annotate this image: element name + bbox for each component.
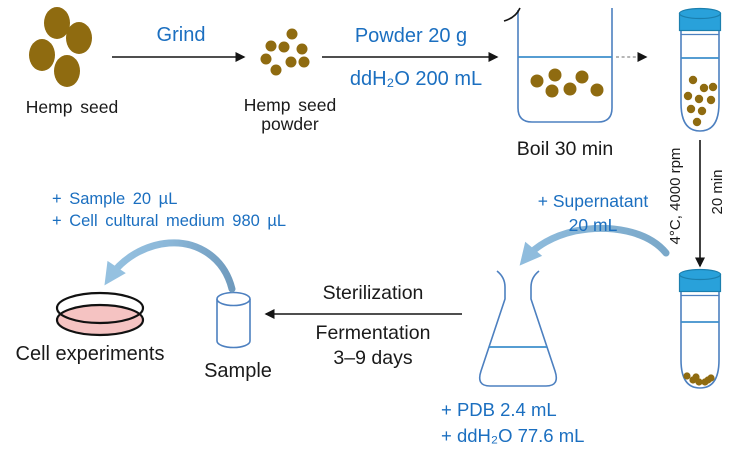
beaker-illustration (503, 7, 613, 123)
medium-addition-label: + Cell cultural medium 980 µL (52, 212, 287, 230)
tube-particles (683, 75, 718, 127)
centrifuge-tube-mixture-illustration (678, 7, 722, 132)
tube-pellet (683, 372, 715, 386)
water-amount-label: ddH₂O 200 mL (349, 68, 483, 90)
fermentation-step-label: Fermentation (315, 322, 431, 344)
supernatant-label: + Supernatant (537, 191, 649, 211)
beaker-particles (530, 68, 604, 98)
petri-dish-illustration (55, 291, 145, 337)
sample-vial-illustration (216, 291, 251, 349)
powder-amount-label: Powder 20 g (354, 25, 468, 47)
fermentation-duration-label: 3–9 days (333, 347, 413, 369)
sample-addition-label: + Sample 20 µL (52, 190, 178, 208)
grind-step-label: Grind (156, 24, 206, 46)
hemp-seeds-illustration (29, 7, 92, 87)
boil-step-label: Boil 30 min (516, 138, 614, 160)
centrifuge-time-label: 20 min (709, 169, 726, 215)
beaker-spout (503, 7, 521, 22)
cell-experiments-label: Cell experiments (15, 343, 165, 365)
sterilization-step-label: Sterilization (322, 282, 424, 304)
hemp-powder-label-line2: powder (261, 114, 319, 134)
hemp-seed-powder-illustration (260, 28, 310, 76)
centrifuge-tube-pellet-illustration (678, 268, 722, 389)
erlenmeyer-flask-illustration (478, 270, 558, 387)
supernatant-volume-label: 20 mL (568, 215, 618, 235)
sample-arc-arrow (104, 239, 236, 293)
centrifuge-conditions-label: 4°C, 4000 rpm (667, 147, 684, 245)
supernatant-arc-arrow (519, 224, 670, 266)
water-dilution-label: + ddH₂O 77.6 mL (441, 425, 585, 446)
hemp-seed-label: Hemp seed (25, 97, 119, 117)
sample-label: Sample (204, 360, 272, 382)
pdb-addition-label: + PDB 2.4 mL (441, 399, 557, 420)
hemp-powder-label-line1: Hemp seed (243, 95, 337, 115)
